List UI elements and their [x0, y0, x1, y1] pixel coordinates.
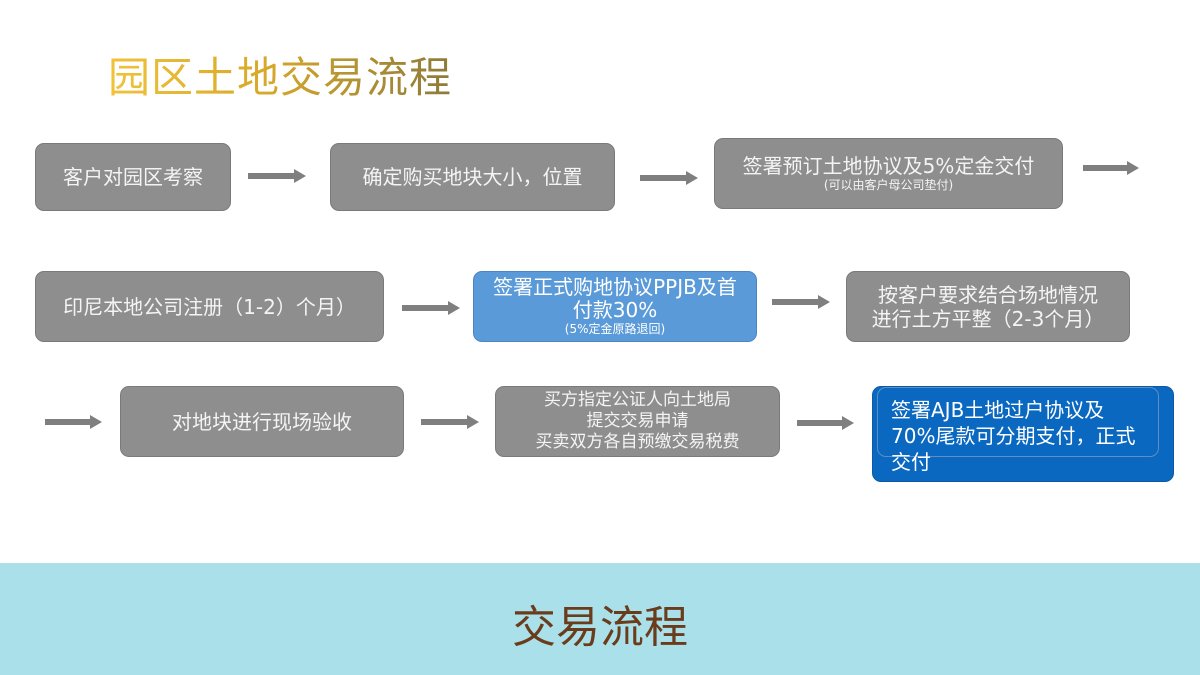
step-4-label: 印尼本地公司注册（1-2）个月） [63, 294, 356, 319]
step-5-box: 签署正式购地协议PPJB及首付款30% (5%定金原路退回) [473, 271, 757, 342]
step-5-label: 签署正式购地协议PPJB及首付款30% [493, 275, 737, 323]
arrow-icon [421, 415, 479, 429]
arrow-icon [45, 415, 102, 429]
step-6-line1: 按客户要求结合场地情况 [878, 282, 1098, 307]
step-6-box: 按客户要求结合场地情况 进行土方平整（2-3个月） [846, 271, 1130, 342]
step-8-line3: 买卖双方各自预缴交易税费 [535, 432, 740, 453]
step-8-box: 买方指定公证人向土地局 提交交易申请 买卖双方各自预缴交易税费 [495, 386, 780, 457]
page-title: 园区土地交易流程 [108, 44, 452, 105]
step-3-box: 签署预订土地协议及5%定金交付 (可以由客户母公司垫付) [714, 138, 1063, 209]
step-9-box: 签署AJB土地过户协议及70%尾款可分期支付，正式交付 [872, 386, 1174, 482]
step-7-box: 对地块进行现场验收 [120, 386, 404, 457]
step-5-note: (5%定金原路退回) [564, 322, 666, 337]
step-3-note: (可以由客户母公司垫付) [823, 178, 954, 193]
inner-outline [877, 387, 1159, 457]
footer-title: 交易流程 [512, 602, 688, 653]
step-2-box: 确定购买地块大小，位置 [330, 143, 615, 211]
arrow-icon [640, 171, 698, 185]
step-1-box: 客户对园区考察 [35, 143, 231, 211]
arrow-icon [797, 416, 854, 430]
step-9-label: 签署AJB土地过户协议及70%尾款可分期支付，正式交付 [891, 398, 1136, 474]
arrow-icon [402, 301, 460, 315]
step-1-label: 客户对园区考察 [63, 165, 203, 189]
step-8-line1: 买方指定公证人向土地局 [544, 389, 731, 410]
arrow-icon [1083, 161, 1139, 175]
arrow-icon [772, 295, 830, 309]
step-8-line2: 提交交易申请 [586, 410, 689, 431]
step-6-line2: 进行土方平整（2-3个月） [871, 306, 1105, 331]
step-4-box: 印尼本地公司注册（1-2）个月） [35, 271, 384, 342]
step-2-label: 确定购买地块大小，位置 [362, 165, 583, 189]
step-7-label: 对地块进行现场验收 [172, 409, 352, 434]
step-3-label: 签署预订土地协议及5%定金交付 [742, 154, 1035, 179]
arrow-icon [248, 169, 306, 183]
footer-band: 交易流程 [0, 563, 1200, 675]
